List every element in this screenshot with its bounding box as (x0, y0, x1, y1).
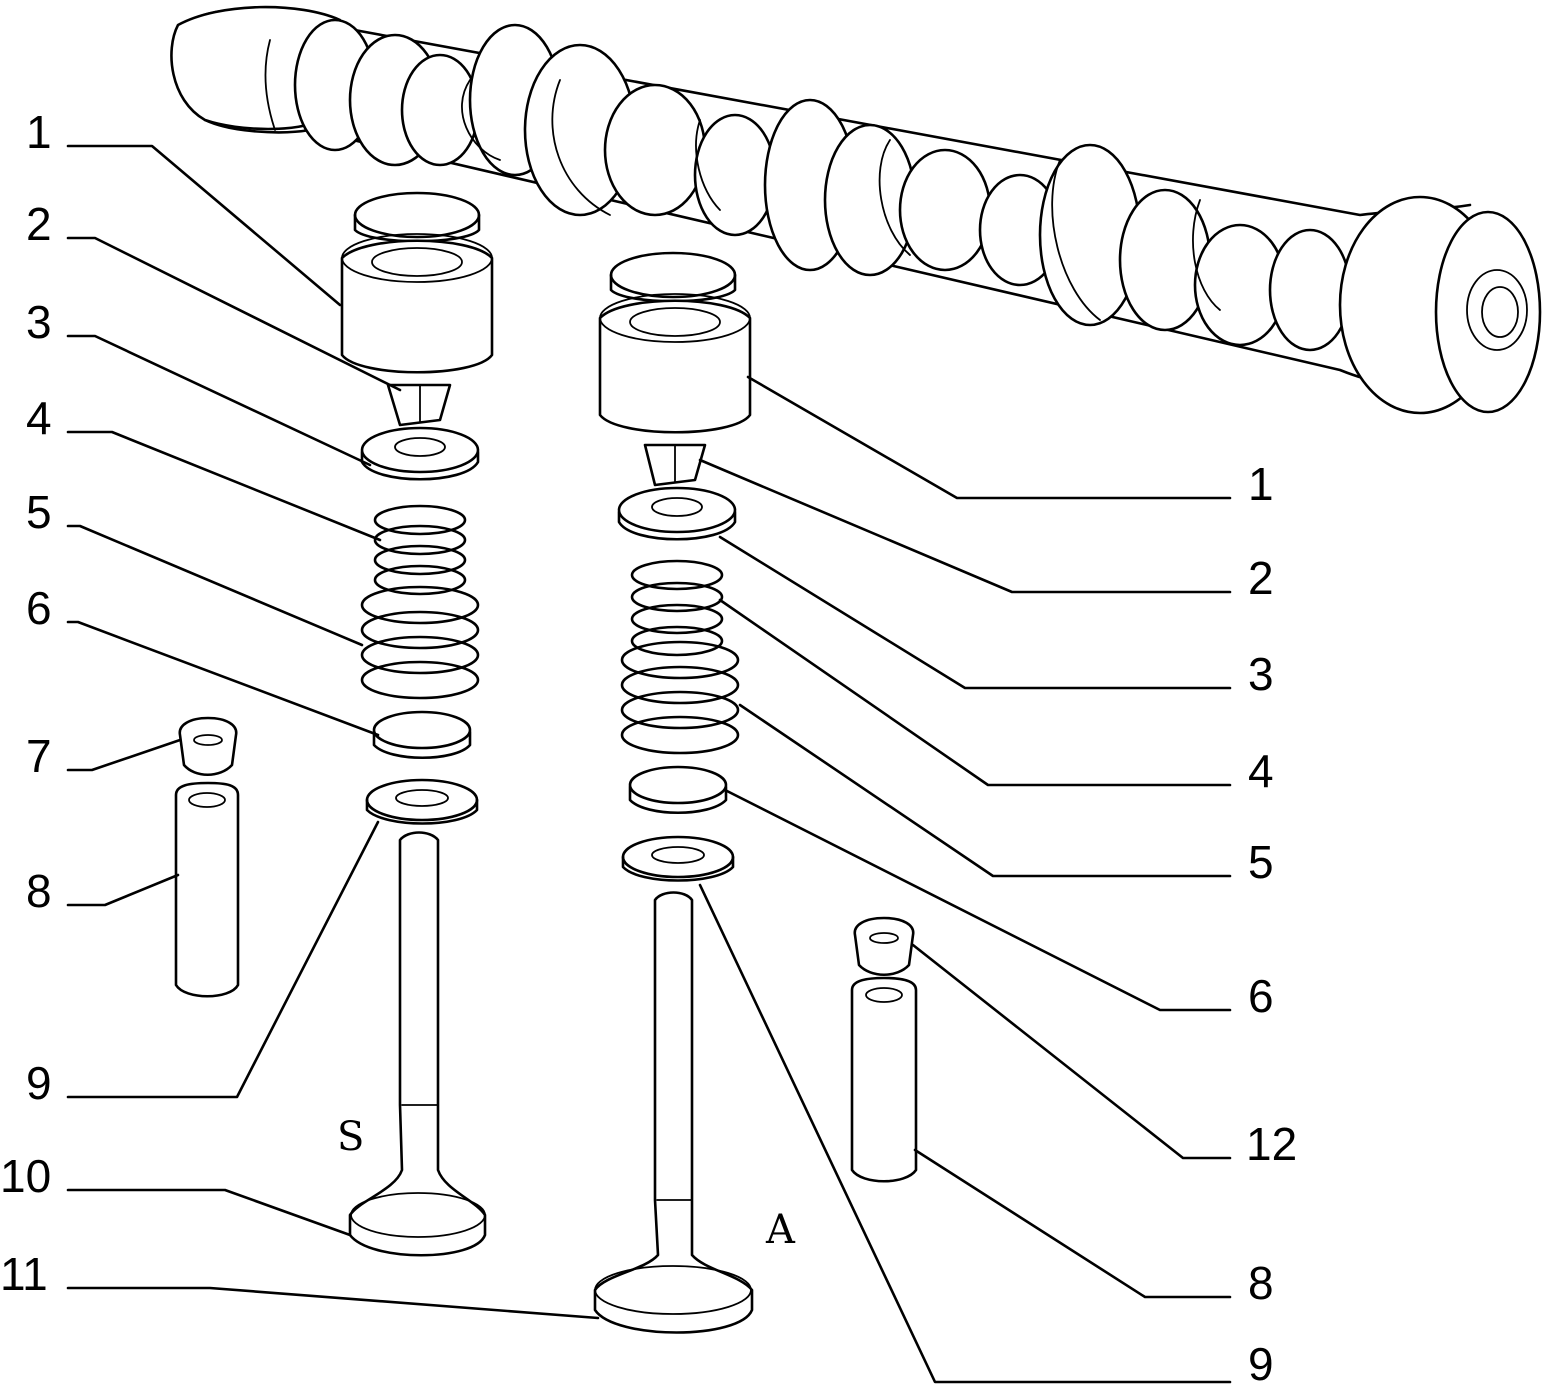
left-upper-retainer (360, 426, 480, 474)
camshaft (170, 5, 1542, 415)
right-washer (621, 835, 735, 879)
callout-right-5: 5 (1248, 836, 1274, 888)
left-washer (365, 778, 479, 822)
callout-right-8: 8 (1248, 1257, 1274, 1309)
left-inner-spring (373, 504, 467, 596)
exhaust-valve-assembly (593, 251, 918, 1334)
callout-left-6: 6 (26, 582, 52, 634)
callout-right-1: 1 (1248, 458, 1274, 510)
callout-right-9: 9 (1248, 1338, 1274, 1384)
right-shim (609, 251, 737, 299)
exhaust-valve-tag: A (765, 1207, 796, 1253)
right-tappet (598, 299, 752, 434)
callout-right-12: 12 (1246, 1118, 1297, 1170)
leader-lines (66, 144, 1232, 1384)
left-valve-seal (178, 716, 238, 777)
callout-left-1: 1 (26, 106, 52, 158)
left-shim (353, 191, 481, 239)
callout-right-2: 2 (1248, 552, 1274, 604)
callout-left-5: 5 (26, 486, 52, 538)
right-valve-guide (850, 976, 918, 1183)
callout-left-7: 7 (26, 730, 52, 782)
callout-left-4: 4 (26, 392, 52, 444)
left-outer-spring (360, 585, 480, 700)
callout-left-10: 10 (0, 1150, 51, 1202)
callout-right-3: 3 (1248, 648, 1274, 700)
left-tappet (340, 239, 494, 374)
left-valve (348, 831, 487, 1257)
callout-left-8: 8 (26, 865, 52, 917)
callout-right-6: 6 (1248, 970, 1274, 1022)
intake-valve-tag: S (337, 1114, 364, 1160)
right-upper-retainer (617, 486, 737, 534)
callouts-left: 1 2 3 4 5 6 7 8 9 10 11 (0, 106, 52, 1300)
callout-left-9: 9 (26, 1057, 52, 1109)
callout-left-11: 11 (0, 1248, 48, 1300)
callout-left-3: 3 (26, 296, 52, 348)
left-collets (386, 383, 452, 427)
right-lower-seat (628, 765, 728, 805)
callouts-right: 1 2 3 4 5 6 12 8 9 (1246, 458, 1297, 1384)
callout-left-2: 2 (26, 198, 52, 250)
left-valve-guide (174, 781, 240, 998)
intake-valve-assembly (174, 191, 494, 1257)
right-valve-seal (853, 916, 915, 977)
left-lower-seat (372, 710, 472, 750)
right-outer-spring (620, 640, 740, 755)
callout-right-4: 4 (1248, 745, 1274, 797)
right-inner-spring (630, 559, 724, 657)
right-valve (593, 891, 754, 1334)
